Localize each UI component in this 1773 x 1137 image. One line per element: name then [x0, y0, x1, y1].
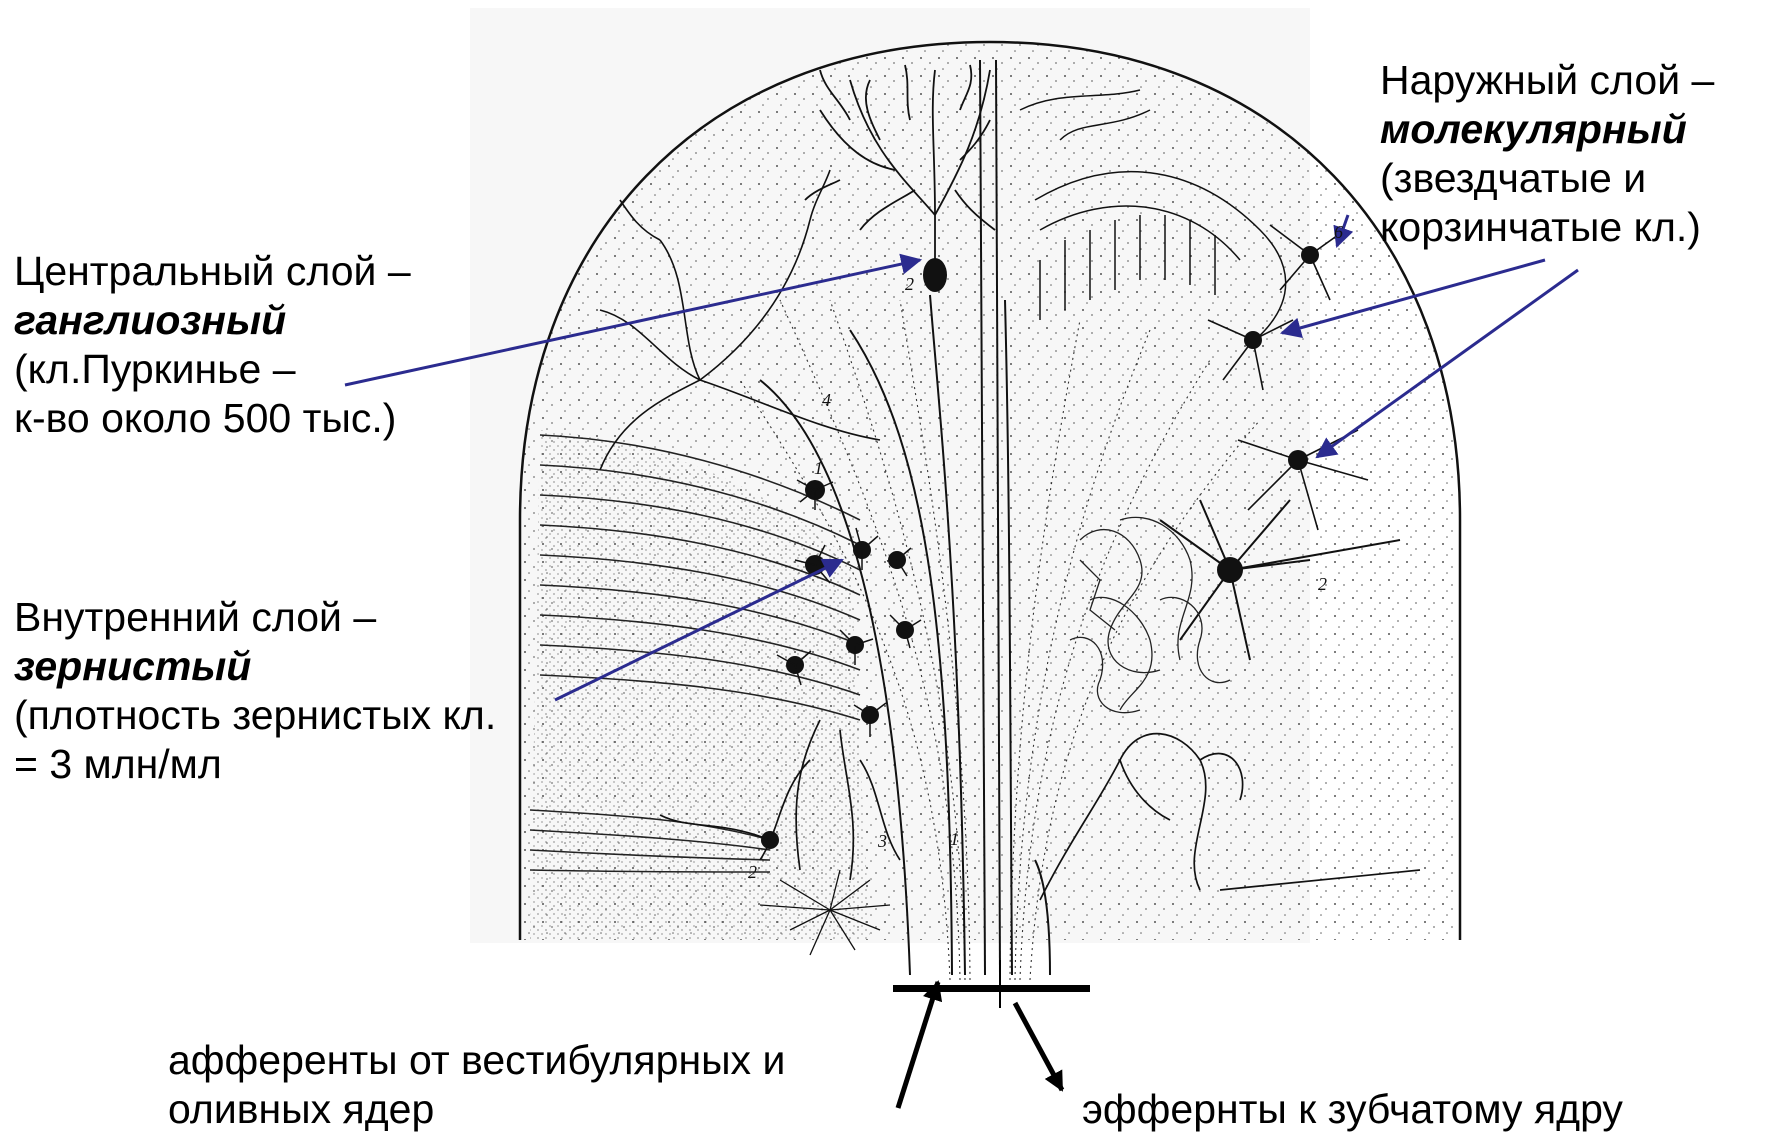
figure-number: 1	[950, 829, 959, 849]
efferent-label: эффернты к зубчатому ядру	[1082, 1085, 1623, 1134]
inner-layer-desc2: = 3 млн/мл	[14, 740, 496, 789]
afferent-line1: афференты от вестибулярных и	[168, 1036, 785, 1085]
outer-layer-desc2: корзинчатые кл.)	[1380, 203, 1714, 252]
io-arrows	[898, 982, 1062, 1108]
figure-number: 2	[1318, 574, 1327, 594]
afferent-arrow	[898, 982, 938, 1108]
inner-layer-desc1: (плотность зернистых кл.	[14, 691, 496, 740]
purkinje-cell-body	[923, 258, 947, 292]
central-layer-name: ганглиозный	[14, 296, 411, 345]
figure-number: 3	[877, 831, 887, 851]
central-layer-desc2: к-во около 500 тыс.)	[14, 394, 411, 443]
afferent-line2: оливных ядер	[168, 1085, 785, 1134]
inner-layer-title: Внутренний слой –	[14, 593, 496, 642]
outer-layer-label: Наружный слой – молекулярный (звездчатые…	[1380, 56, 1714, 252]
afferent-label: афференты от вестибулярных и оливных яде…	[168, 1036, 785, 1134]
outer-layer-title: Наружный слой –	[1380, 56, 1714, 105]
white-matter-base-bar	[893, 985, 1090, 992]
inner-layer-name: зернистый	[14, 642, 496, 691]
figure-number: 2	[748, 862, 757, 882]
figure-number: 1	[814, 458, 823, 478]
outer-layer-name: молекулярный	[1380, 105, 1714, 154]
central-layer-desc1: (кл.Пуркинье –	[14, 345, 411, 394]
outer-layer-desc1: (звездчатые и	[1380, 154, 1714, 203]
figure-number: 6	[1334, 222, 1343, 242]
figure-number: 4	[822, 390, 831, 410]
golgi-cell-body	[1217, 557, 1243, 583]
efferent-line1: эффернты к зубчатому ядру	[1082, 1085, 1623, 1134]
central-layer-label: Центральный слой – ганглиозный (кл.Пурки…	[14, 247, 411, 443]
efferent-arrow	[1015, 1003, 1062, 1090]
central-layer-title: Центральный слой –	[14, 247, 411, 296]
figure-number: 2	[905, 274, 914, 294]
inner-layer-label: Внутренний слой – зернистый (плотность з…	[14, 593, 496, 789]
